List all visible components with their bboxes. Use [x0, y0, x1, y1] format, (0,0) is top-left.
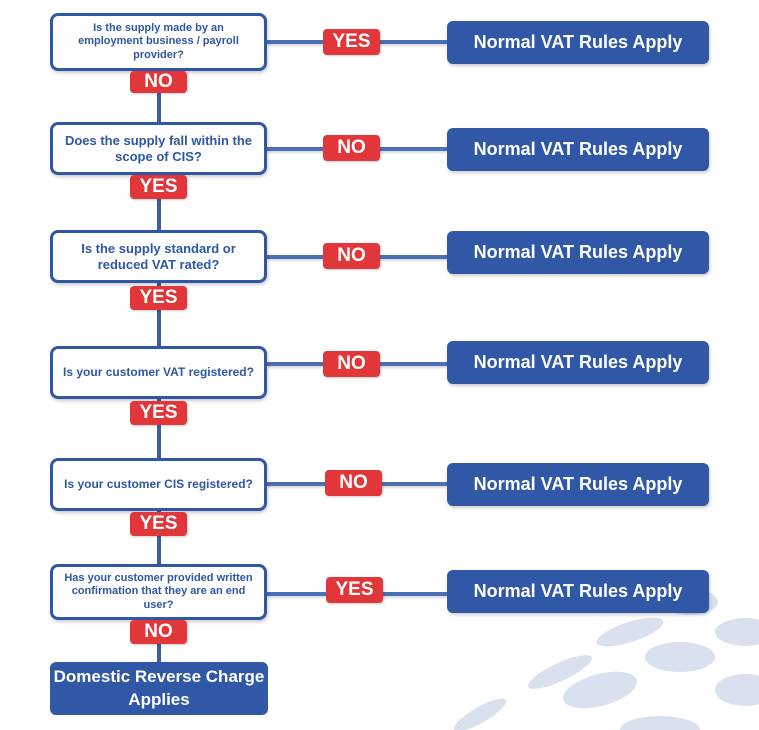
down-label-badge-4: YES: [130, 401, 187, 425]
side-label-badge-4: NO: [323, 351, 380, 377]
outcome-box-5: Normal VAT Rules Apply: [447, 463, 709, 506]
down-label-badge-5: YES: [130, 512, 187, 536]
down-label-badge-1: NO: [130, 71, 187, 93]
side-label-badge-5: NO: [325, 470, 382, 496]
outcome-box-3: Normal VAT Rules Apply: [447, 231, 709, 274]
outcome-box-6: Normal VAT Rules Apply: [447, 570, 709, 613]
question-box-3: Is the supply standard or reduced VAT ra…: [50, 230, 267, 283]
outcome-box-1: Normal VAT Rules Apply: [447, 21, 709, 64]
side-label-badge-1: YES: [323, 29, 380, 55]
question-box-2: Does the supply fall within the scope of…: [50, 122, 267, 175]
final-outcome-box: Domestic Reverse Charge Applies: [50, 662, 268, 715]
side-label-badge-2: NO: [323, 135, 380, 161]
down-label-badge-2: YES: [130, 175, 187, 199]
question-box-1: Is the supply made by an employment busi…: [50, 13, 267, 71]
outcome-box-2: Normal VAT Rules Apply: [447, 128, 709, 171]
outcome-box-4: Normal VAT Rules Apply: [447, 341, 709, 384]
side-label-badge-3: NO: [323, 243, 380, 269]
down-label-badge-6: NO: [130, 620, 187, 644]
down-label-badge-3: YES: [130, 286, 187, 310]
question-box-5: Is your customer CIS registered?: [50, 458, 267, 511]
side-label-badge-6: YES: [326, 577, 383, 603]
question-box-4: Is your customer VAT registered?: [50, 346, 267, 399]
question-box-6: Has your customer provided written confi…: [50, 564, 267, 620]
